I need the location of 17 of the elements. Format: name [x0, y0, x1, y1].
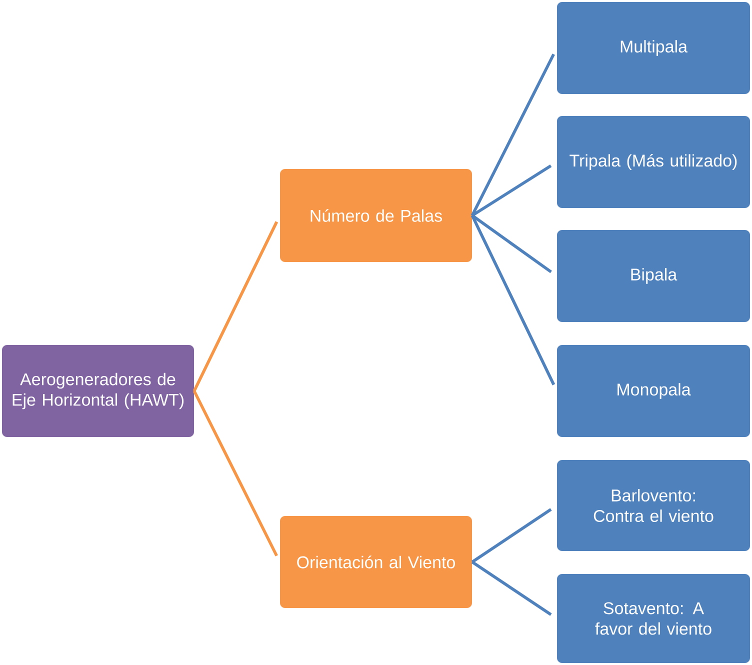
leaf-box: Barlovento: Contra el viento	[557, 460, 750, 551]
category-box: Orientación al Viento	[280, 516, 472, 608]
connector-line	[192, 221, 278, 392]
leaf-box: Multipala	[557, 2, 750, 94]
leaf-box: Sotavento: A favor del viento	[557, 574, 750, 663]
connector-line	[192, 390, 278, 556]
root-box: Aerogeneradores de Eje Horizontal (HAWT)	[2, 345, 194, 437]
connector-line	[471, 508, 552, 564]
connector-line	[471, 164, 552, 217]
category-box: Número de Palas	[280, 169, 472, 262]
connector-line	[471, 560, 552, 616]
leaf-box: Tripala (Más utilizado)	[557, 116, 750, 208]
leaf-box: Monopala	[557, 345, 750, 437]
connector-line	[470, 54, 555, 216]
leaf-box: Bipala	[557, 230, 750, 322]
connector-line	[471, 214, 552, 274]
connector-line	[470, 214, 556, 386]
